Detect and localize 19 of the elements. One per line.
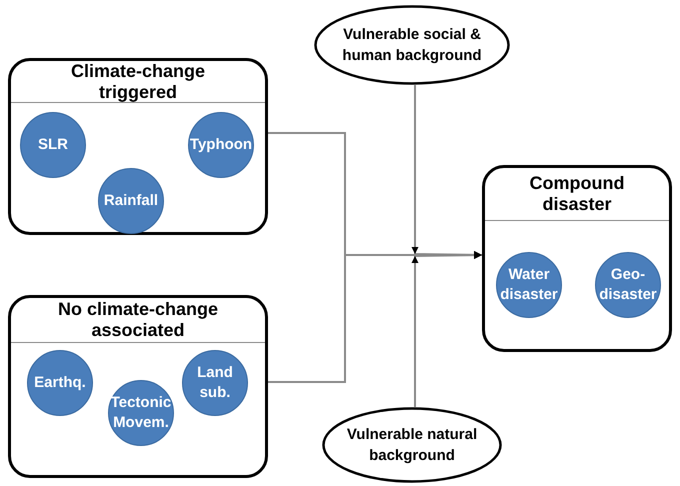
ellipse-label: Vulnerable natural background: [346, 425, 478, 466]
background-ellipse: [314, 5, 510, 85]
background-ellipse: [322, 407, 502, 483]
hazard-label: Rainfall: [104, 191, 158, 211]
hazard-label: Earthq.: [34, 373, 86, 393]
group-title: Climate-change triggered: [70, 60, 206, 102]
group-title: Compound disaster: [528, 173, 626, 215]
hazard-label: SLR: [38, 135, 68, 155]
group-panel: [8, 295, 268, 478]
group-panel: [8, 58, 268, 235]
hazard-label: Tectonic Movem.: [110, 393, 172, 433]
hazard-label: Water disaster: [499, 265, 559, 305]
hazard-label: Typhoon: [190, 135, 252, 155]
group-panel: [482, 165, 672, 352]
ellipse-label: Vulnerable social & human background: [341, 25, 483, 66]
hazard-label: Land sub.: [196, 363, 234, 403]
group-title: No climate-change associated: [56, 299, 220, 341]
connector-arrow: [412, 252, 482, 407]
hazard-label: Geo-disaster: [598, 265, 658, 305]
